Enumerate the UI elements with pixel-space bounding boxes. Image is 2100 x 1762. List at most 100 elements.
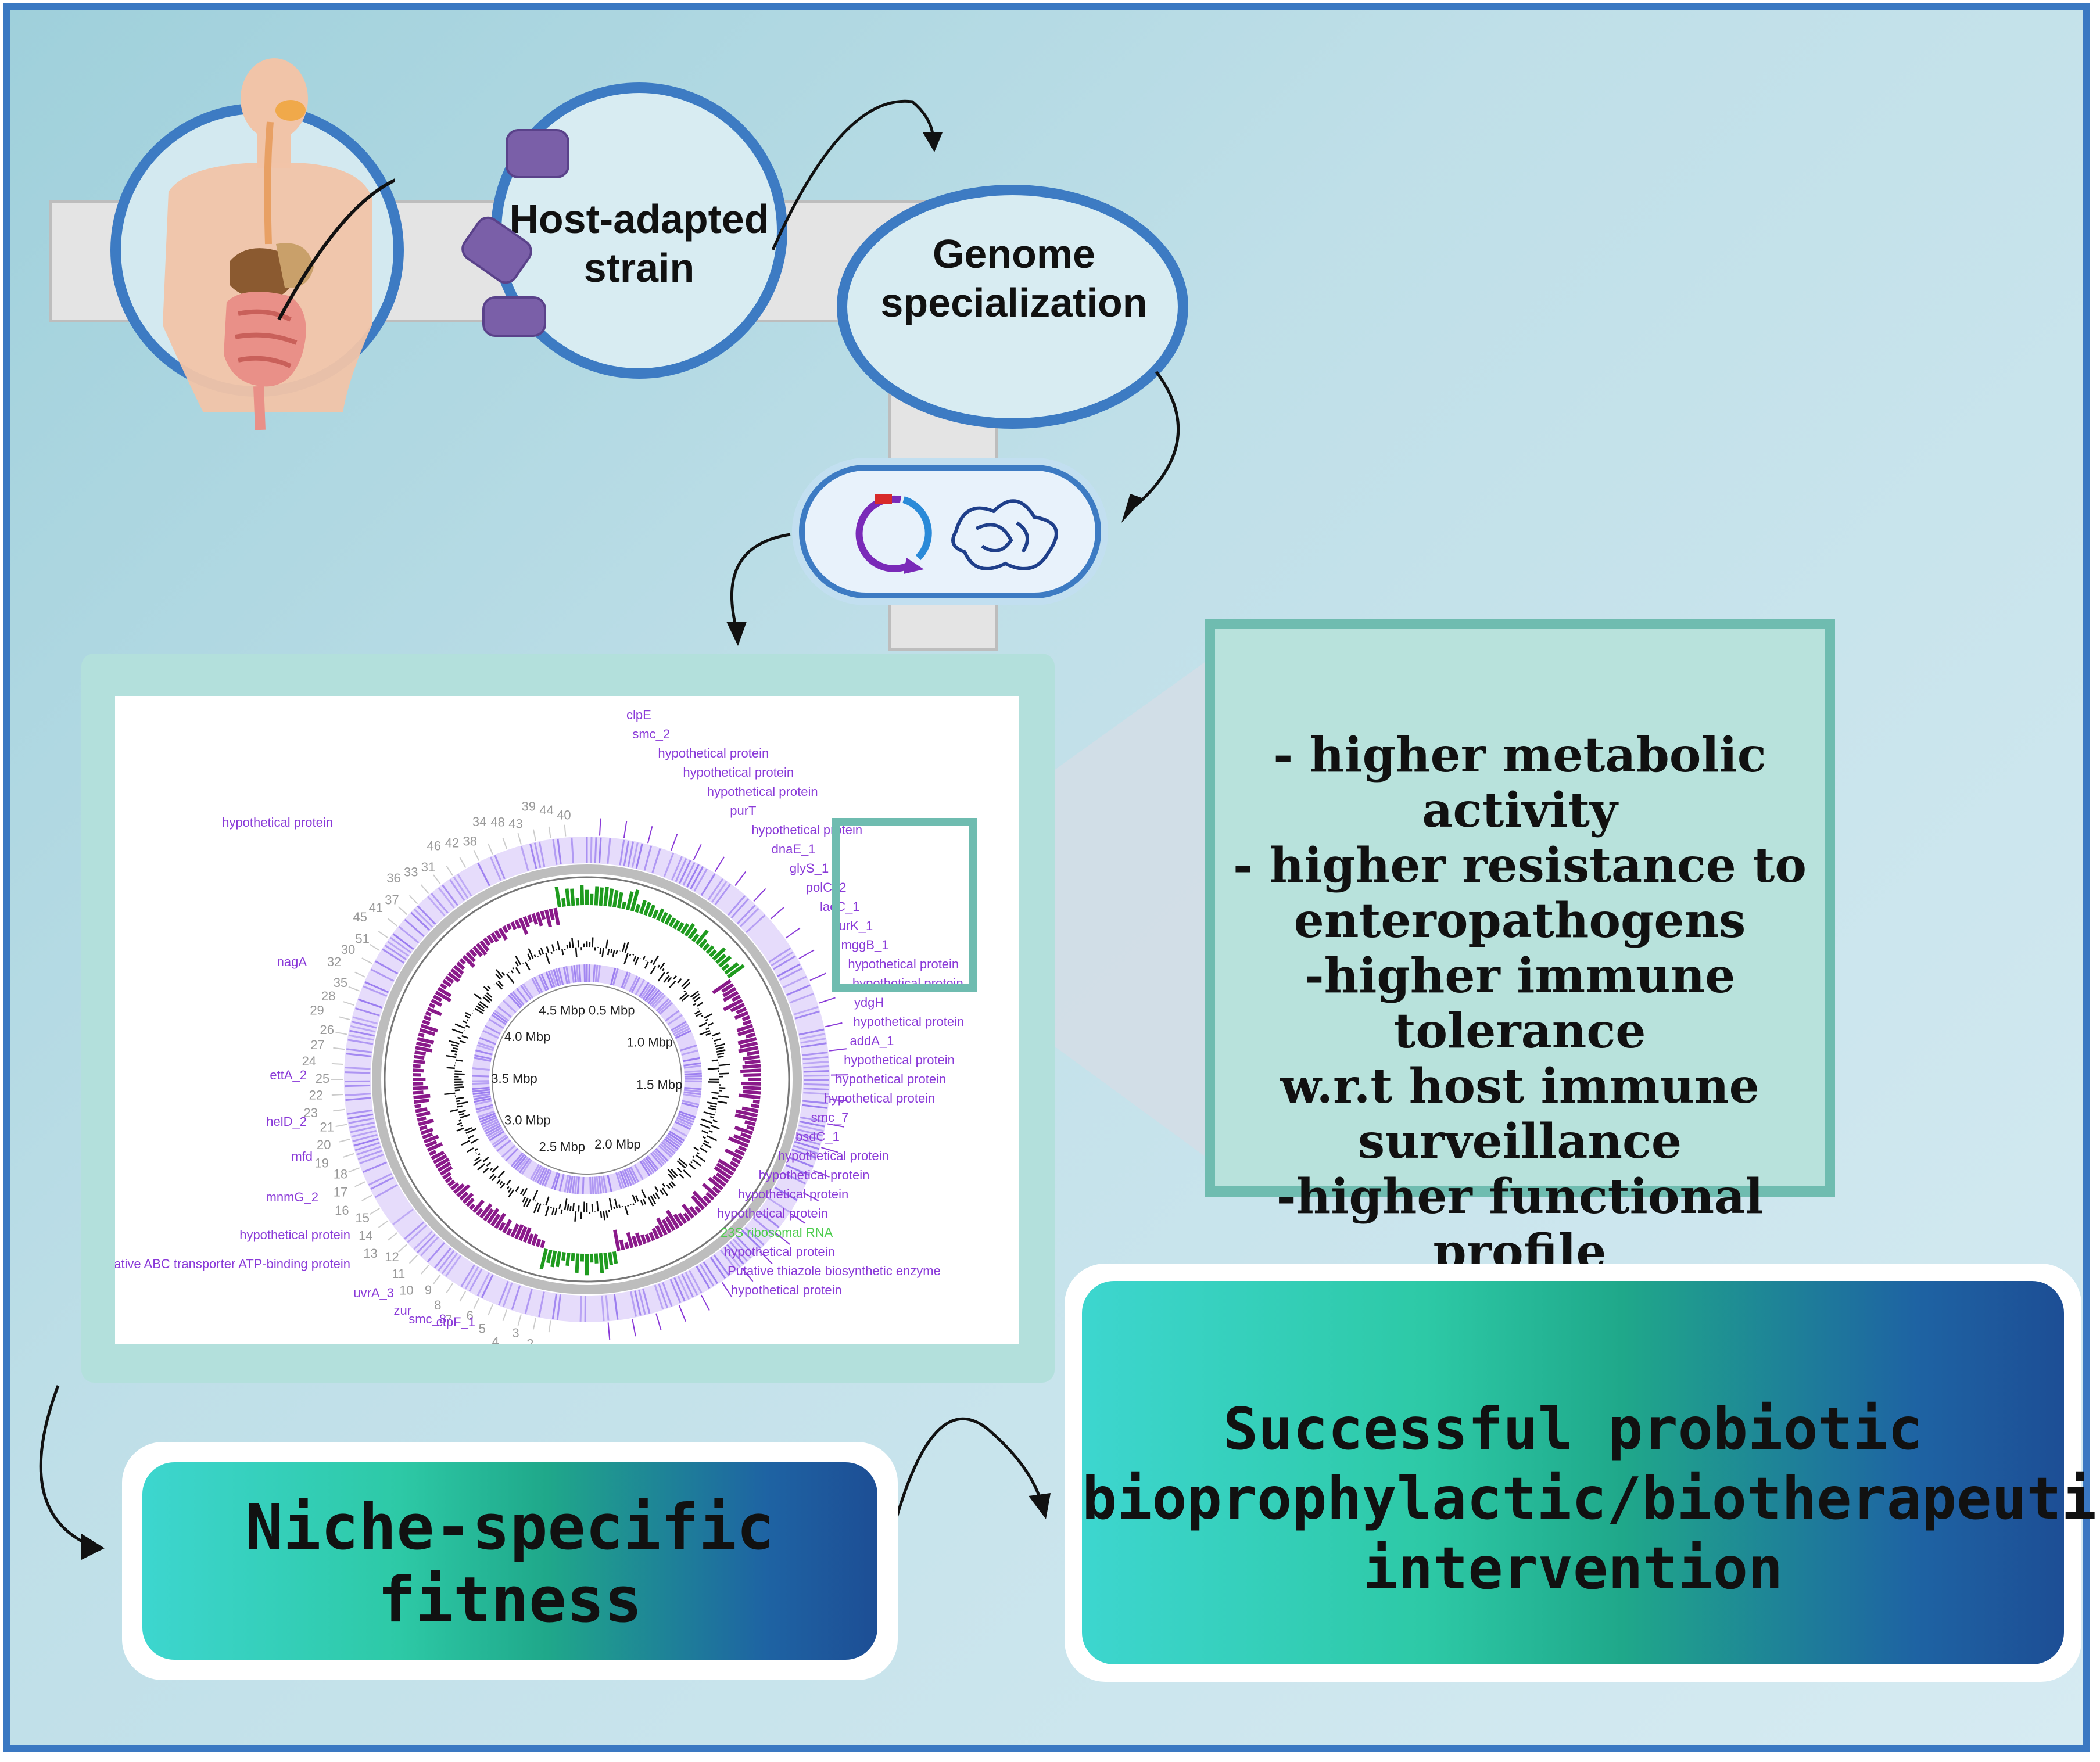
gc-skew-bar (712, 1175, 726, 1187)
cds-tick (571, 837, 575, 863)
gc-content-bar (695, 1154, 706, 1162)
inner-cds-tick (668, 1132, 683, 1144)
gc-skew-bar (718, 955, 732, 968)
gc-content-bar (451, 1043, 459, 1047)
cds-tick (382, 948, 405, 964)
gc-content-bar (711, 1059, 718, 1062)
gc-content-bar (714, 1042, 716, 1045)
gc-content-bar (460, 1040, 466, 1044)
gc-content-bar (497, 980, 504, 987)
gc-skew-bar (635, 903, 641, 913)
gene-tick (785, 927, 801, 939)
niche-fitness-label: Niche-specific fitness (245, 1491, 775, 1637)
cds-tick (786, 984, 811, 996)
gc-content-bar (495, 973, 501, 980)
inner-cds-tick (664, 1137, 679, 1150)
gene-label: dnaE_1 (772, 842, 816, 856)
gene-label: hypothetical protein (658, 746, 769, 760)
cds-tick (410, 911, 431, 931)
gc-content-bar (666, 1184, 671, 1189)
inner-cds-tick (682, 1100, 700, 1106)
inner-cds-tick (622, 972, 631, 989)
cds-tick (445, 1255, 462, 1277)
contig-number: 46 (427, 839, 441, 853)
gc-content-bar (697, 1002, 704, 1007)
inner-cds-tick (644, 986, 656, 1002)
gene-label: ettA_2 (270, 1068, 307, 1082)
arrow-niche-to-intervention (887, 1417, 1042, 1546)
cds-tick (785, 1164, 810, 1176)
inner-cds-tick (635, 979, 646, 996)
arrow-strain-to-genome (771, 99, 934, 251)
cds-tick (370, 968, 395, 982)
arrow-head-genome (923, 132, 943, 152)
gc-skew-bar (418, 1118, 435, 1126)
contig-tick (339, 1138, 351, 1143)
cds-tick (453, 876, 469, 899)
gc-content-bar (690, 990, 699, 998)
gc-content-bar (683, 982, 691, 989)
inner-cds-tick (478, 1113, 496, 1121)
contig-tick (397, 1244, 408, 1253)
gc-content-bar (652, 955, 659, 966)
gc-skew-bar (715, 953, 726, 964)
scale-label: 3.5 Mbp (491, 1071, 537, 1086)
inner-cds-tick (678, 1113, 695, 1121)
cds-tick (679, 860, 691, 884)
gc-skew-bar (722, 986, 737, 997)
gc-skew-bar (743, 1054, 760, 1061)
cds-tick (746, 914, 766, 934)
cds-tick (801, 1042, 827, 1048)
inner-cds-tick (684, 1080, 702, 1082)
gene-tick (647, 826, 653, 844)
contig-tick (333, 1108, 345, 1112)
gc-content-bar (660, 1189, 664, 1195)
inner-cds-tick (520, 984, 532, 1000)
gc-content-bar (673, 975, 677, 980)
cds-tick (351, 1021, 377, 1029)
gc-skew-bar (570, 888, 575, 906)
inner-cds-tick (518, 1158, 531, 1174)
gc-skew-bar (561, 898, 566, 907)
gc-content-bar (642, 1198, 647, 1205)
gc-skew-bar (445, 1176, 453, 1183)
gc-content-bar (459, 1113, 465, 1116)
contig-number: 4 (492, 1334, 499, 1344)
cds-tick (348, 1034, 374, 1041)
cds-tick (673, 1277, 686, 1302)
cds-tick (707, 878, 724, 900)
cds-tick (363, 985, 388, 997)
cds-tick (799, 1120, 825, 1128)
cds-tick (349, 1121, 375, 1129)
gc-skew-bar (608, 1252, 614, 1265)
gc-skew-bar (630, 889, 640, 911)
gc-content-bar (614, 1198, 618, 1209)
contig-tick (369, 943, 380, 952)
cds-tick (375, 960, 399, 975)
inner-cds-tick (547, 970, 556, 988)
gc-content-bar (580, 1211, 582, 1219)
inner-cds-tick (479, 1114, 497, 1123)
gc-content-bar (712, 1119, 718, 1123)
inner-cds-tick (574, 1176, 578, 1194)
niche-fitness-pill: Niche-specific fitness (122, 1442, 898, 1680)
gc-content-bar (450, 1108, 458, 1113)
gc-content-bar (603, 1211, 605, 1221)
cds-tick (682, 862, 696, 886)
inner-cds-tick (677, 1114, 694, 1123)
gene-label: bsdC_1 (795, 1129, 840, 1144)
gc-content-bar (691, 1158, 701, 1167)
cds-tick (791, 1149, 817, 1159)
inner-cds-tick (674, 1121, 691, 1131)
inner-cds-tick (596, 1176, 600, 1194)
gene-label: purT (730, 803, 756, 818)
contig-tick (459, 1290, 467, 1302)
benefit-line: enteropathogens (1293, 893, 1746, 949)
scale-label: 1.5 Mbp (636, 1078, 683, 1092)
gc-content-bar (569, 1205, 572, 1211)
gc-content-bar (532, 1190, 539, 1201)
gc-content-bar (577, 940, 579, 948)
cds-tick (631, 842, 639, 868)
gc-content-bar (718, 1095, 729, 1099)
cds-tick (350, 1125, 376, 1133)
